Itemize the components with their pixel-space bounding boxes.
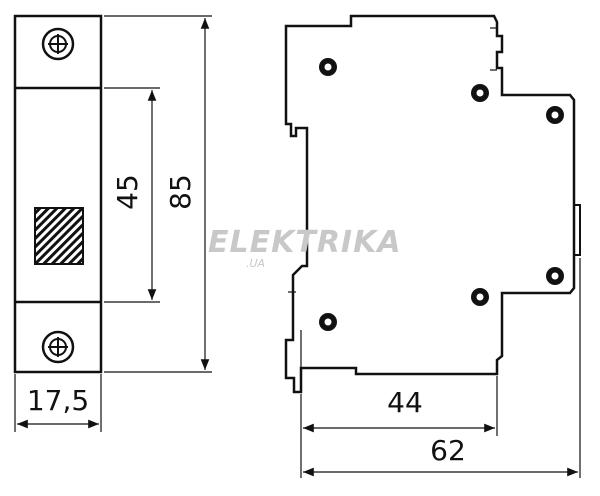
rivet-icon (546, 106, 564, 124)
rivet-icon (319, 58, 337, 76)
watermark-suffix: .UA (246, 257, 265, 270)
side-dimensions: 44 62 (300, 258, 581, 478)
dimension-label-85: 85 (164, 174, 197, 210)
rivet-icon (471, 288, 489, 306)
front-body-outline (13, 14, 103, 374)
dimension-label-62: 62 (430, 434, 466, 467)
front-dimensions: 45 85 17,5 (14, 15, 212, 432)
bottom-screw-icon (41, 330, 75, 364)
top-screw-icon (41, 27, 75, 61)
dimension-label-44: 44 (387, 386, 423, 419)
rivet-icon (319, 313, 337, 331)
rivet-icon (471, 84, 489, 102)
toggle-lever (34, 207, 84, 265)
dimension-label-45: 45 (111, 174, 144, 210)
front-view (13, 14, 103, 374)
side-body-outline (284, 14, 576, 394)
side-view (284, 14, 581, 394)
dimension-label-17-5: 17,5 (27, 384, 89, 417)
watermark-brand: ELEKTRIKA (208, 225, 402, 260)
rivet-icon (546, 267, 564, 285)
watermark-logo: ELEKTRIKA .UA (208, 225, 402, 270)
side-edge-tab (573, 204, 581, 256)
